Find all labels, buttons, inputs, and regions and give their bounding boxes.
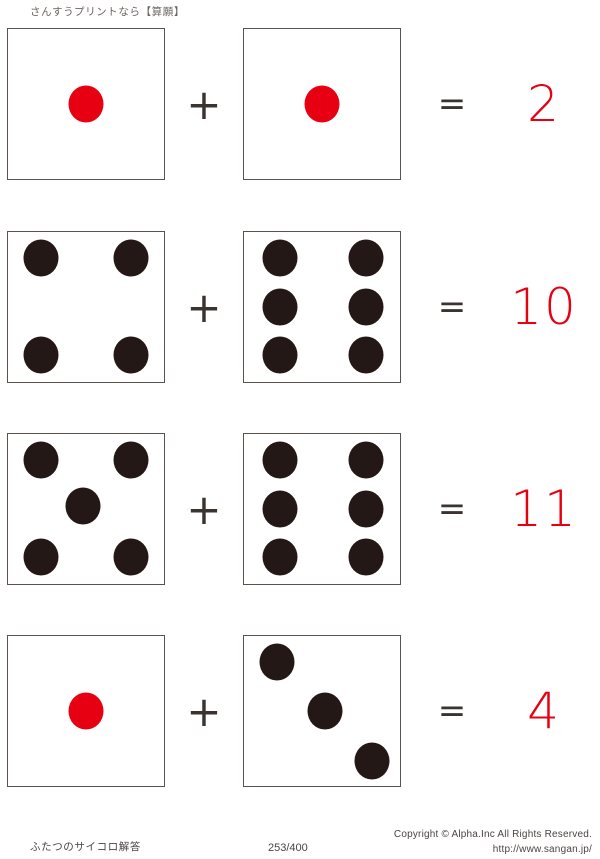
die-pip	[348, 288, 384, 326]
page-footer: ふたつのサイコロ解答 253/400 Copyright © Alpha.Inc…	[0, 813, 600, 859]
footer-worksheet-title: ふたつのサイコロ解答	[30, 841, 141, 853]
equals-operator: =	[437, 84, 467, 124]
die-left	[7, 231, 165, 383]
problem-row: + = 10	[0, 231, 600, 385]
die-pip	[348, 336, 384, 374]
die-pip	[113, 441, 149, 478]
die-pip	[262, 441, 298, 478]
die-right	[243, 433, 401, 585]
die-left	[7, 28, 165, 180]
die-pip	[348, 441, 384, 478]
equals-operator: =	[437, 691, 467, 731]
equals-operator: =	[437, 489, 467, 529]
die-pip	[68, 692, 104, 730]
plus-operator: +	[186, 484, 222, 534]
answer-value: 4	[527, 682, 561, 740]
die-pip	[65, 487, 101, 525]
die-pip	[262, 336, 298, 374]
die-left	[7, 635, 165, 787]
die-pip	[23, 336, 59, 374]
die-right	[243, 28, 401, 180]
footer-page-number: 253/400	[268, 842, 308, 854]
footer-copyright: Copyright © Alpha.Inc All Rights Reserve…	[393, 829, 592, 840]
plus-operator: +	[186, 79, 222, 129]
problem-row: + = 4	[0, 635, 600, 789]
die-pip	[23, 538, 59, 576]
die-pip	[348, 239, 384, 276]
problem-row: + = 2	[0, 28, 600, 182]
die-pip	[348, 538, 384, 576]
die-right	[243, 231, 401, 383]
die-pip	[307, 692, 343, 730]
die-pip	[262, 538, 298, 576]
die-pip	[23, 239, 59, 276]
die-pip	[113, 538, 149, 576]
answer-value: 10	[510, 278, 578, 336]
answer-value: 11	[510, 480, 578, 538]
die-pip	[23, 441, 59, 478]
answer-value: 2	[527, 75, 561, 133]
plus-operator: +	[186, 282, 222, 332]
die-pip	[262, 239, 298, 276]
die-pip	[262, 288, 298, 326]
die-right	[243, 635, 401, 787]
die-pip	[113, 336, 149, 374]
die-pip	[304, 85, 340, 123]
site-header-label: さんすうプリントなら【算願】	[30, 6, 185, 18]
die-pip	[348, 490, 384, 528]
die-pip	[354, 742, 390, 779]
die-pip	[262, 490, 298, 528]
plus-operator: +	[186, 686, 222, 736]
footer-url: http://www.sangan.jp/	[492, 844, 592, 855]
equals-operator: =	[437, 287, 467, 327]
die-pip	[259, 643, 295, 680]
die-pip	[68, 85, 104, 123]
die-left	[7, 433, 165, 585]
die-pip	[113, 239, 149, 276]
problem-row: + = 11	[0, 433, 600, 587]
